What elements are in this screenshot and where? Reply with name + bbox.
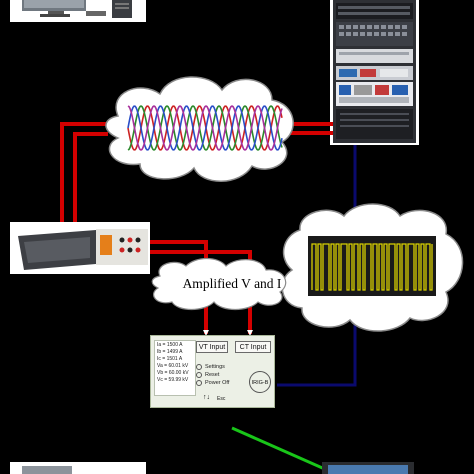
irig-b-signal-trace <box>311 243 433 291</box>
relay-reading: Va = 60.01 kV <box>157 363 189 369</box>
relay-reading: Ia = 1500 A <box>157 342 183 348</box>
phase-waveform <box>127 105 283 151</box>
network-link <box>231 426 337 474</box>
relay-readings: Ia = 1500 A Ib = 1499 A Ic = 1501 A Va =… <box>154 340 196 396</box>
menu-item-label: Reset <box>205 372 220 378</box>
simulator-rack-icon <box>330 0 419 145</box>
menu-item-label: Power Off <box>205 380 230 386</box>
up-down-arrows-icon[interactable]: ↑↓ <box>203 394 210 401</box>
amplified-cloud <box>151 257 287 311</box>
relay-reading: Vc = 59.99 kV <box>157 377 189 383</box>
radio-icon <box>196 379 202 386</box>
vt-input-button[interactable]: VT Input <box>196 341 228 353</box>
phase-waveform <box>127 105 283 151</box>
waveform-cloud <box>105 76 294 182</box>
irig-b-cloud <box>281 203 464 332</box>
workstation-icon <box>10 0 146 22</box>
amplifier-device-icon <box>10 222 150 274</box>
timing-wire <box>277 145 357 387</box>
three-phase-waveforms <box>127 105 283 151</box>
relay-menu: Settings Reset Power Off <box>196 363 236 387</box>
phase-waveform <box>127 105 283 151</box>
protective-relay-panel: Ia = 1500 A Ib = 1499 A Ic = 1501 A Va =… <box>150 335 275 408</box>
irig-b-port: IRIG-B <box>249 371 271 393</box>
control-center-device-icon <box>322 462 414 474</box>
menu-item-power-off[interactable]: Power Off <box>196 379 236 387</box>
menu-item-settings[interactable]: Settings <box>196 363 236 371</box>
relay-reading: Ic = 1501 A <box>157 356 183 362</box>
relay-reading: Ib = 1499 A <box>157 349 183 355</box>
ct-input-button[interactable]: CT Input <box>235 341 271 353</box>
monitor-device-icon <box>10 462 146 474</box>
radio-icon <box>196 363 202 370</box>
menu-item-reset[interactable]: Reset <box>196 371 236 379</box>
amplified-cloud-label: Amplified V and I <box>182 276 282 291</box>
menu-item-label: Settings <box>205 364 225 370</box>
relay-reading: Vb = 60.00 kV <box>157 370 189 376</box>
esc-button[interactable]: Esc <box>217 396 226 402</box>
radio-icon <box>196 371 202 378</box>
